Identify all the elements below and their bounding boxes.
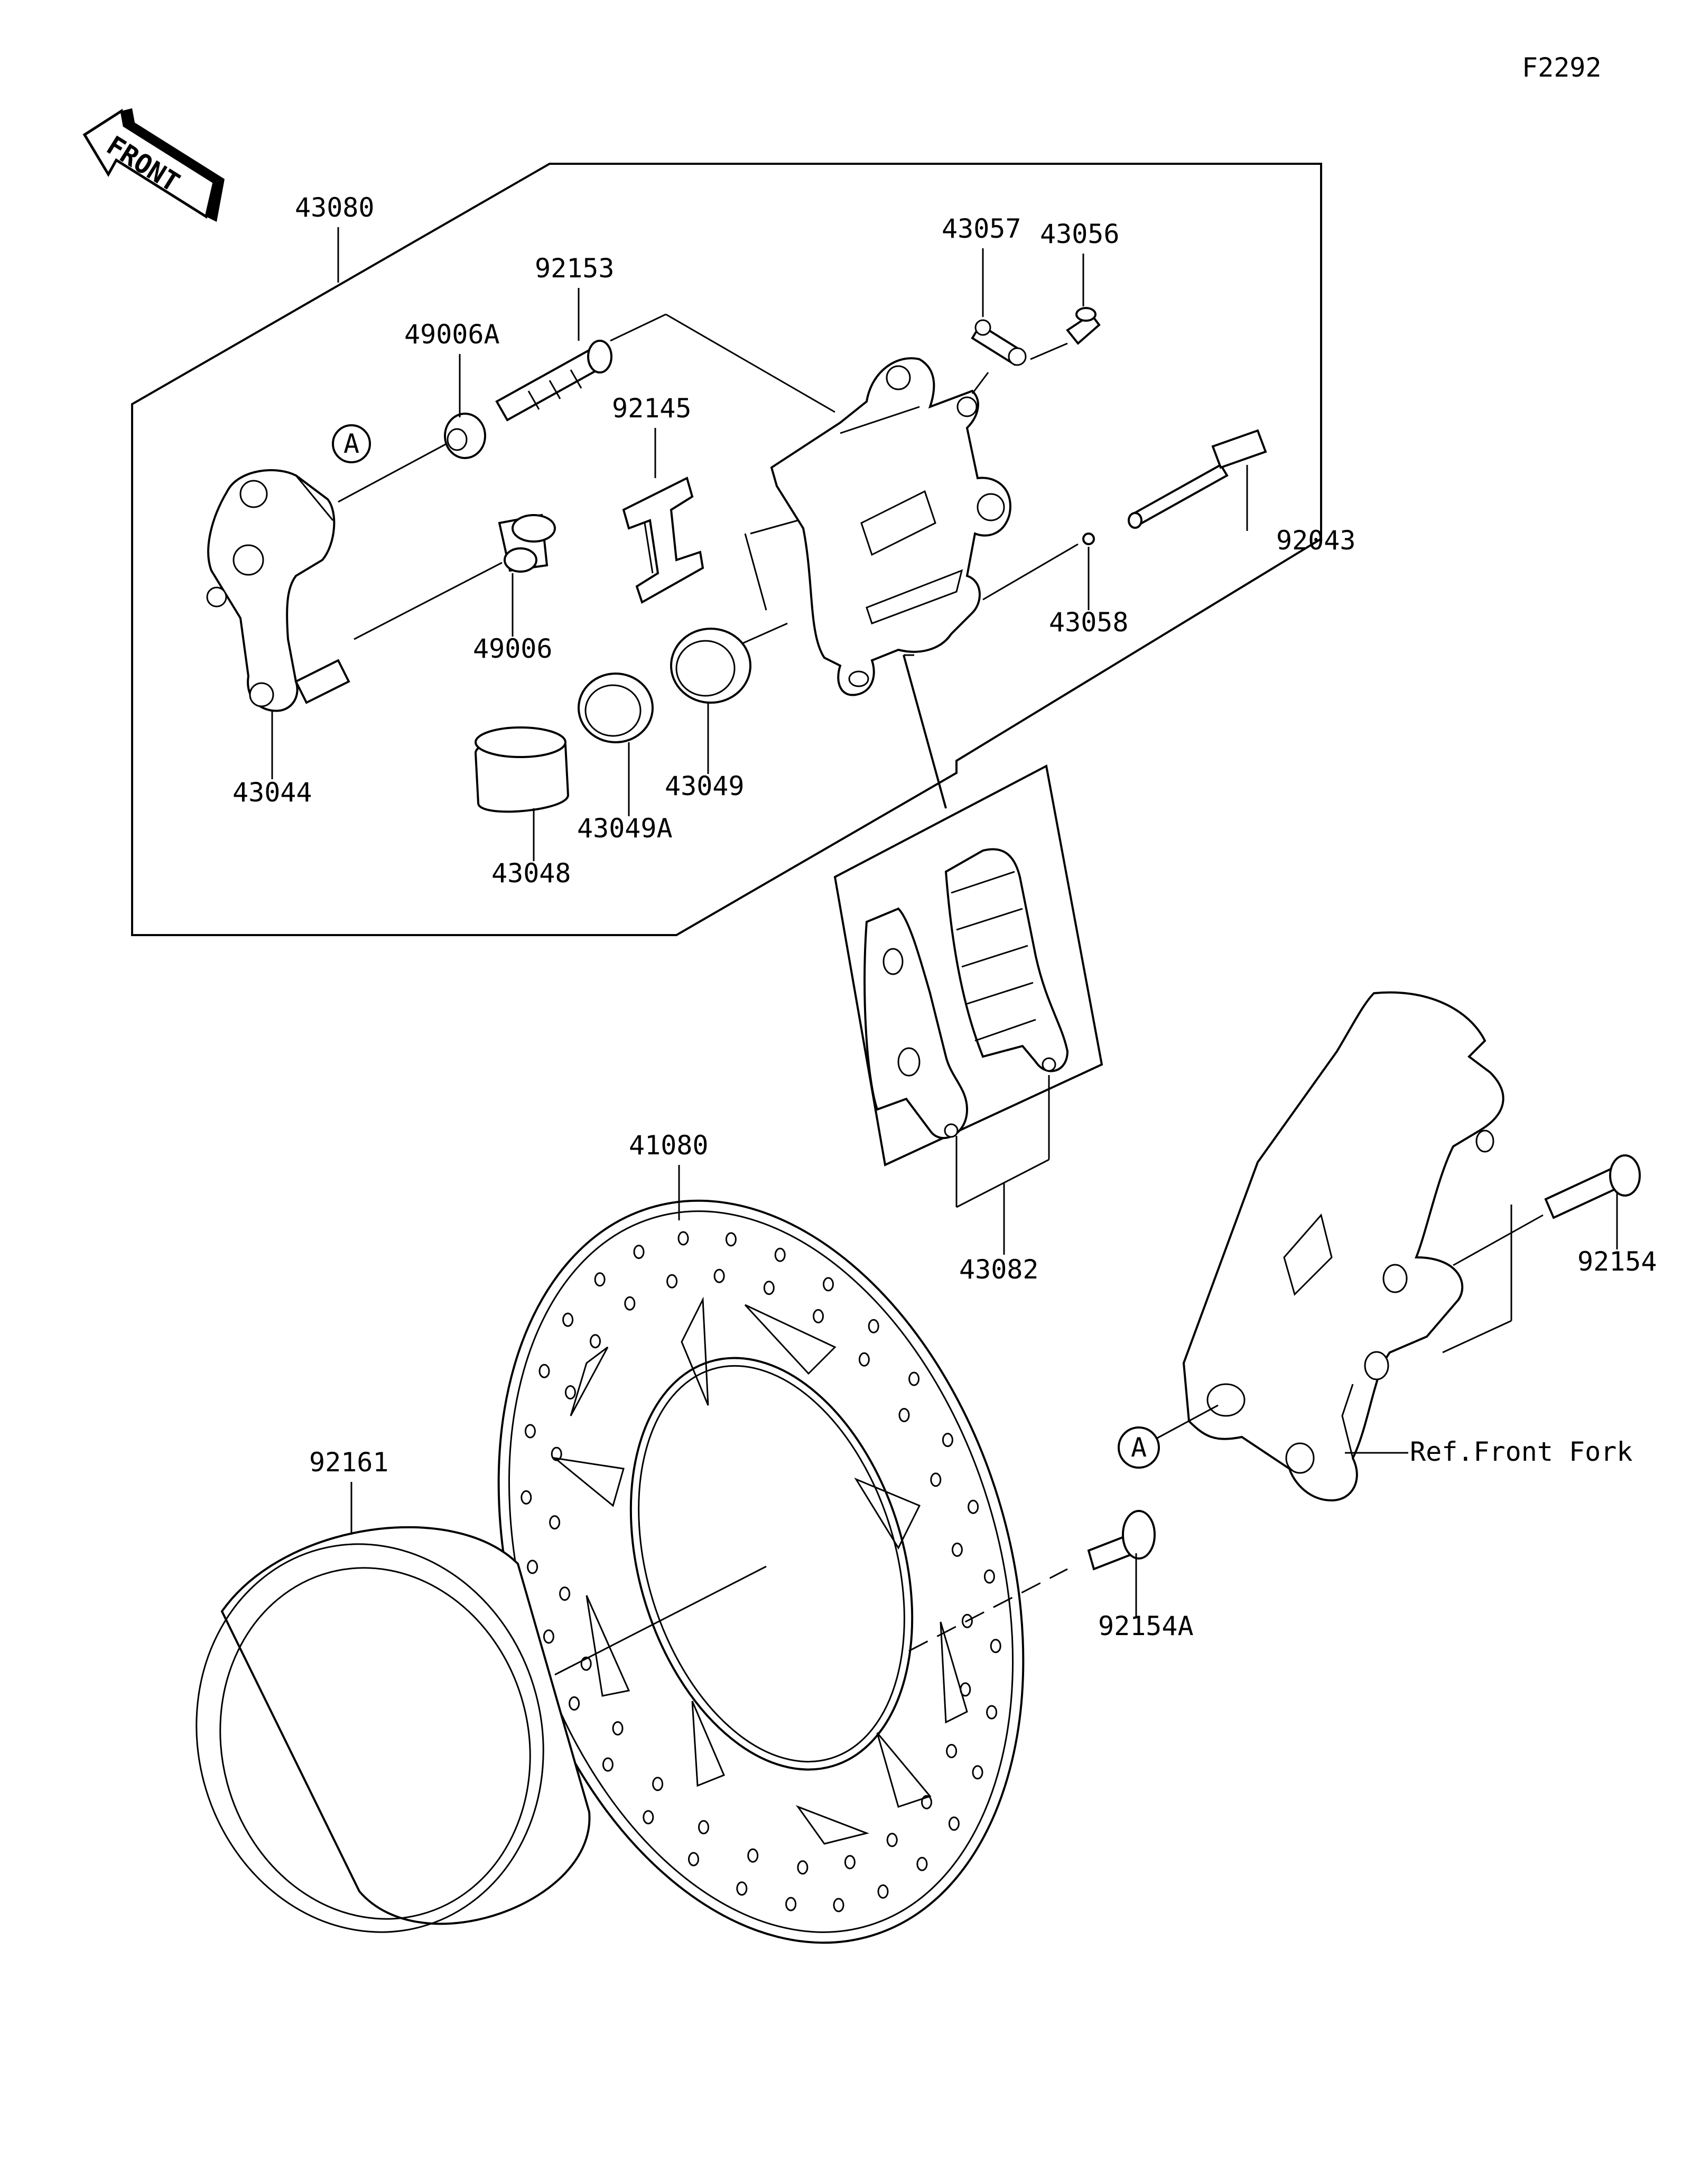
label-43049A: 43049A xyxy=(577,813,673,844)
callout-a-bracket xyxy=(332,424,371,463)
disc-hole xyxy=(543,1629,554,1644)
label-43082: 43082 xyxy=(959,1254,1039,1285)
disc-hole xyxy=(602,1757,614,1772)
disc-hole xyxy=(898,1408,910,1422)
label-92161: 92161 xyxy=(309,1447,389,1478)
label-92153: 92153 xyxy=(535,253,615,284)
disc-hole xyxy=(774,1247,786,1262)
disc-hole xyxy=(633,1245,645,1259)
boot-49006a xyxy=(444,413,486,459)
ref-front-fork-label: Ref.Front Fork xyxy=(1410,1436,1632,1467)
pin-49006 xyxy=(498,514,556,573)
bleeder-cap-43057 xyxy=(971,319,1027,366)
brake-disc xyxy=(497,1199,1025,1944)
diagram-code: F2292 xyxy=(1522,52,1602,83)
disc-hole xyxy=(813,1309,824,1323)
o-ring-43058 xyxy=(1082,533,1095,545)
label-43048: 43048 xyxy=(491,858,571,889)
disc-hole xyxy=(990,1639,1001,1654)
label-43049: 43049 xyxy=(665,771,745,801)
piston-43048 xyxy=(474,726,570,813)
disc-hole xyxy=(652,1777,664,1791)
seal-43049a xyxy=(578,673,654,743)
disc-hole xyxy=(948,1816,960,1831)
disc-hole xyxy=(698,1820,709,1835)
front-fork-leg xyxy=(1182,991,1504,1502)
caliper-body xyxy=(770,357,1011,696)
disc-hole xyxy=(559,1586,571,1601)
label-92154A: 92154A xyxy=(1098,1611,1194,1641)
disc-hole xyxy=(736,1881,748,1896)
callout-a-fork xyxy=(1118,1426,1160,1469)
sensor-ring-92161 xyxy=(196,1526,591,1933)
label-92154: 92154 xyxy=(1577,1246,1657,1277)
label-92145: 92145 xyxy=(612,393,692,424)
disc-hole xyxy=(877,1884,889,1899)
disc-hole xyxy=(844,1855,856,1870)
disc-hole xyxy=(569,1696,580,1711)
disc-hole xyxy=(886,1833,898,1847)
disc-hole xyxy=(868,1319,879,1333)
disc-hole xyxy=(763,1281,775,1295)
disc-hole xyxy=(590,1334,601,1349)
label-41080: 41080 xyxy=(629,1130,709,1161)
label-43080: 43080 xyxy=(295,192,375,223)
disc-hole xyxy=(797,1860,809,1875)
disc-hole xyxy=(833,1898,844,1912)
disc-hole xyxy=(643,1810,654,1825)
disc-hole xyxy=(908,1371,920,1386)
callout-a-fork-label: A xyxy=(1131,1432,1147,1463)
disc-hole xyxy=(983,1569,995,1584)
pin-92153 xyxy=(495,340,612,422)
disc-hole xyxy=(725,1232,737,1247)
pad-spring-92145 xyxy=(622,477,704,604)
caliper-assembly-box xyxy=(131,163,1322,936)
disc-hole xyxy=(562,1312,574,1327)
disc-hole xyxy=(747,1848,759,1863)
bolt-92154 xyxy=(1544,1154,1641,1219)
label-49006A: 49006A xyxy=(404,319,500,350)
disc-hole xyxy=(688,1852,699,1866)
disc-hole xyxy=(564,1385,576,1399)
disc-hole xyxy=(858,1352,870,1367)
label-43058: 43058 xyxy=(1049,607,1129,638)
label-43056: 43056 xyxy=(1040,219,1120,249)
disc-hole xyxy=(972,1765,983,1780)
disc-hole xyxy=(946,1744,958,1758)
pin-92043 xyxy=(1128,429,1267,529)
disc-hole xyxy=(930,1472,942,1487)
brake-pad-left xyxy=(863,907,969,1140)
disc-hole xyxy=(823,1277,834,1292)
disc-hole xyxy=(921,1795,932,1809)
disc-hole xyxy=(594,1272,606,1287)
bolt-92154a xyxy=(1087,1510,1156,1571)
bleeder-valve-43056 xyxy=(1066,307,1101,345)
disc-hole xyxy=(612,1721,624,1735)
disc-hole xyxy=(521,1490,532,1505)
disc-hole xyxy=(916,1856,928,1871)
callout-a-label: A xyxy=(343,428,359,459)
label-43057: 43057 xyxy=(942,213,1021,244)
caliper-bracket xyxy=(206,469,336,712)
label-49006: 49006 xyxy=(473,633,553,664)
disc-hole xyxy=(524,1424,536,1439)
disc-hole xyxy=(538,1364,550,1378)
brake-pad-right xyxy=(944,848,1069,1072)
disc-hole xyxy=(785,1897,797,1911)
disc-hole xyxy=(968,1499,979,1514)
disc-hole xyxy=(677,1231,689,1246)
disc-hole xyxy=(986,1705,998,1720)
disc-hole xyxy=(951,1542,963,1557)
disc-hole xyxy=(713,1268,725,1283)
disc-hole xyxy=(624,1296,636,1311)
disc-hole xyxy=(549,1515,561,1530)
label-92043: 92043 xyxy=(1276,525,1356,556)
seal-43049 xyxy=(670,628,751,704)
disc-hole xyxy=(527,1560,538,1574)
label-43044: 43044 xyxy=(233,777,312,808)
disc-hole xyxy=(666,1274,678,1289)
disc-hole xyxy=(942,1433,953,1448)
front-arrow-icon: FRONT xyxy=(82,108,225,222)
